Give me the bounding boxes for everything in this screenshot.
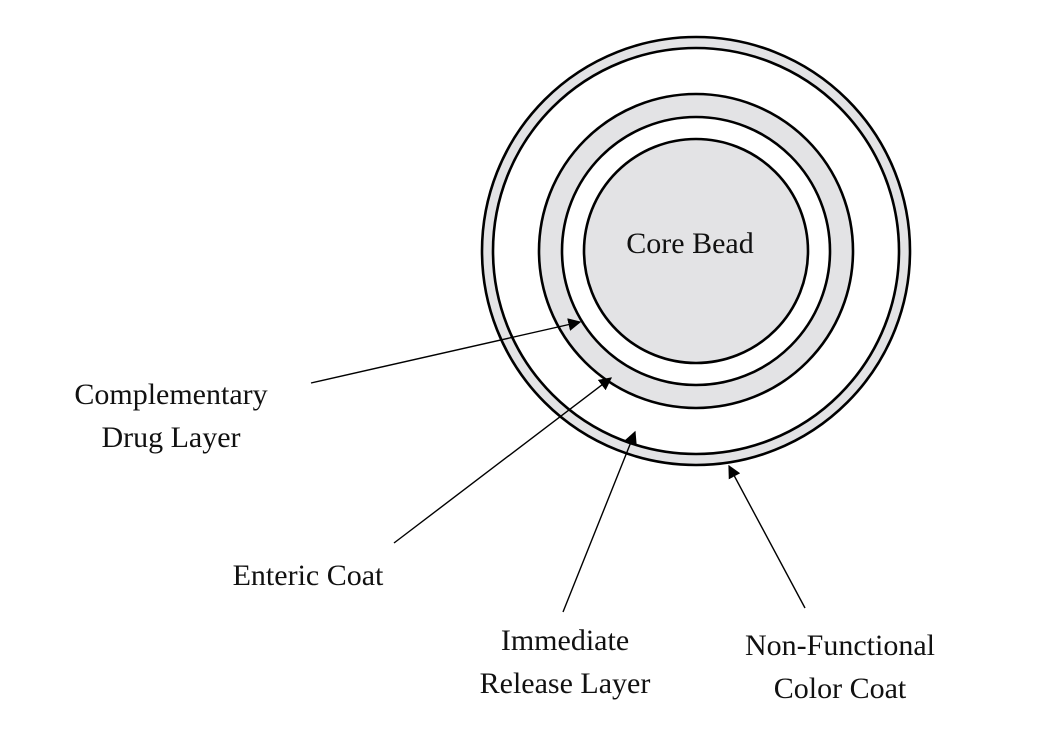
core-bead — [582, 137, 810, 365]
complementary-drug-layer-label-line2: Drug Layer — [101, 421, 240, 454]
immediate-release-layer-label-line1: Immediate — [501, 624, 629, 657]
complementary-drug-layer-arrow — [310, 318, 582, 384]
non-functional-color-coat-label-line1: Non-Functional — [745, 629, 935, 662]
complementary-drug-layer-label-line1: Complementary — [74, 378, 267, 411]
non-functional-color-coat-label: Non-Functional Color Coat — [745, 629, 935, 705]
immediate-release-layer-label: Immediate Release Layer — [480, 624, 651, 700]
bead-rings — [480, 35, 912, 467]
leader-arrows — [310, 318, 806, 613]
complementary-drug-layer-label: Complementary Drug Layer — [74, 378, 267, 454]
enteric-coat-arrow — [393, 377, 613, 544]
non-functional-color-coat-arrow — [728, 464, 806, 609]
non-functional-color-coat-label-line2: Color Coat — [774, 672, 907, 705]
immediate-release-layer-arrow — [562, 430, 637, 613]
enteric-coat-label: Enteric Coat — [233, 559, 384, 592]
core-bead-label: Core Bead — [626, 227, 753, 260]
immediate-release-layer-label-line2: Release Layer — [480, 667, 651, 700]
